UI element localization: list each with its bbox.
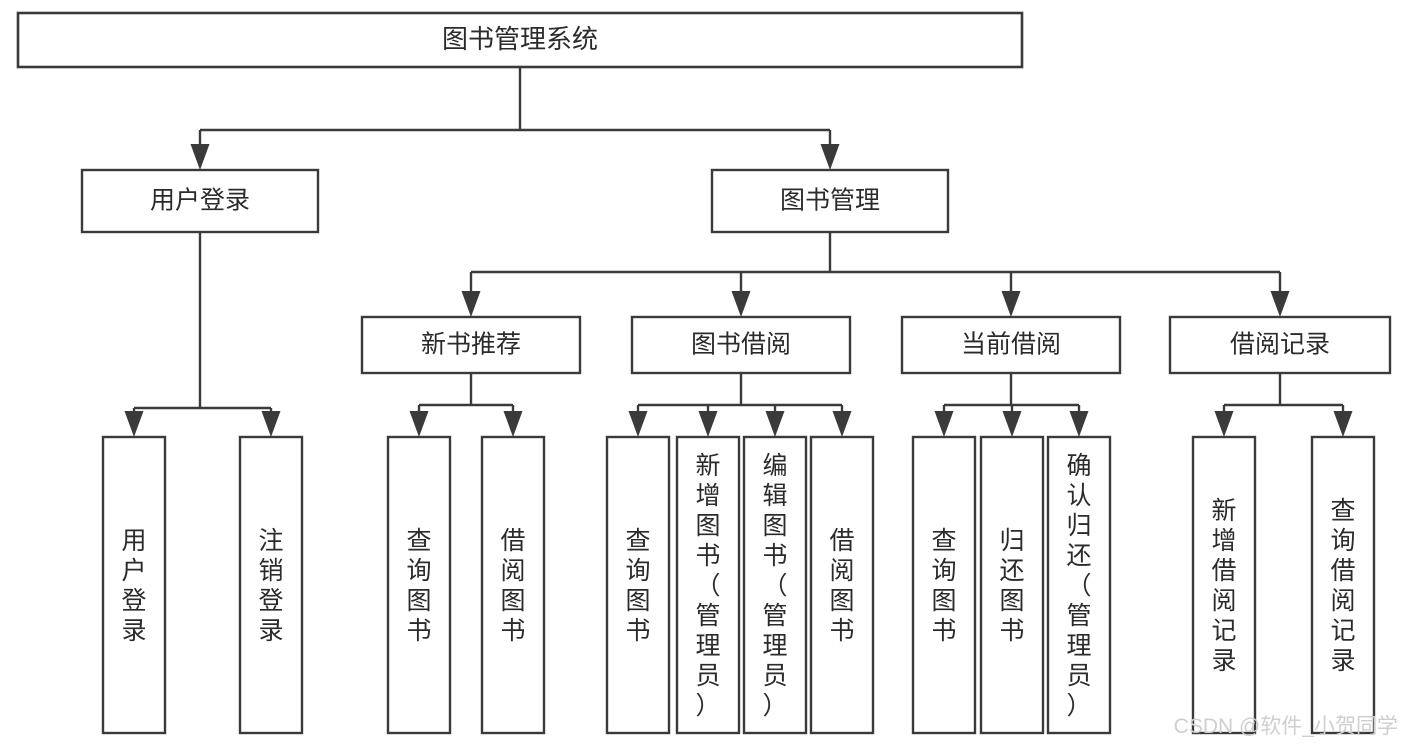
node-leaf-7[interactable]: 编辑图书（管理员） (742, 435, 808, 735)
node-leaf-2[interactable]: 注销登录 (238, 435, 304, 735)
node-box-bookmgmt[interactable] (710, 168, 950, 234)
node-label-leaf-13: 查询借阅记录 (1330, 497, 1355, 675)
node-label-leaf-6: 新增图书（管理员） (695, 452, 720, 720)
node-label-leaf-2: 注销登录 (258, 527, 283, 645)
node-box-leaf-6[interactable] (675, 435, 741, 735)
node-box-leaf-9[interactable] (911, 435, 977, 735)
node-box-borrow[interactable] (630, 315, 852, 375)
node-current[interactable]: 当前借阅 (900, 315, 1122, 375)
node-label-leaf-10: 归还图书 (999, 527, 1024, 645)
node-label-leaf-5: 查询图书 (625, 527, 650, 645)
node-box-leaf-12[interactable] (1191, 435, 1257, 735)
node-label-bookmgmt: 图书管理 (780, 187, 880, 215)
node-box-leaf-3[interactable] (386, 435, 452, 735)
node-record[interactable]: 借阅记录 (1168, 315, 1392, 375)
node-leaf-3[interactable]: 查询图书 (386, 435, 452, 735)
arrow-head-login (190, 144, 210, 170)
node-leaf-10[interactable]: 归还图书 (979, 435, 1045, 735)
arrow-head-leaf-12 (1214, 411, 1234, 437)
node-box-leaf-8[interactable] (809, 435, 875, 735)
node-leaf-5[interactable]: 查询图书 (605, 435, 671, 735)
node-leaf-6[interactable]: 新增图书（管理员） (675, 435, 741, 735)
node-leaf-13[interactable]: 查询借阅记录 (1310, 435, 1376, 735)
node-label-newbook: 新书推荐 (421, 331, 521, 359)
node-leaf-11[interactable]: 确认归还（管理员） (1046, 435, 1112, 735)
node-leaf-8[interactable]: 借阅图书 (809, 435, 875, 735)
node-box-login[interactable] (80, 168, 320, 234)
node-box-newbook[interactable] (360, 315, 582, 375)
node-box-root[interactable] (16, 11, 1024, 69)
node-box-leaf-10[interactable] (979, 435, 1045, 735)
arrow-head-leaf-10 (1002, 411, 1022, 437)
node-label-leaf-9: 查询图书 (931, 527, 956, 645)
node-label-leaf-8: 借阅图书 (829, 527, 854, 645)
node-box-leaf-5[interactable] (605, 435, 671, 735)
node-box-leaf-2[interactable] (238, 435, 304, 735)
node-box-leaf-4[interactable] (480, 435, 546, 735)
node-leaf-12[interactable]: 新增借阅记录 (1191, 435, 1257, 735)
arrow-head-leaf-8 (832, 411, 852, 437)
connector-layer (124, 67, 1353, 437)
node-label-leaf-11: 确认归还（管理员） (1066, 452, 1091, 720)
node-box-leaf-7[interactable] (742, 435, 808, 735)
arrow-head-leaf-9 (934, 411, 954, 437)
arrow-head-leaf-13 (1333, 411, 1353, 437)
node-box-current[interactable] (900, 315, 1122, 375)
arrow-head-bookmgmt (820, 144, 840, 170)
node-newbook[interactable]: 新书推荐 (360, 315, 582, 375)
arrow-head-leaf-11 (1069, 411, 1089, 437)
node-box-leaf-11[interactable] (1046, 435, 1112, 735)
node-label-leaf-1: 用户登录 (121, 527, 146, 645)
arrow-head-record (1270, 291, 1290, 317)
node-label-leaf-3: 查询图书 (406, 527, 431, 645)
node-leaf-1[interactable]: 用户登录 (101, 435, 167, 735)
arrow-head-leaf-4 (503, 411, 523, 437)
node-label-borrow: 图书借阅 (691, 331, 791, 359)
node-label-login: 用户登录 (150, 187, 250, 215)
node-label-record: 借阅记录 (1230, 331, 1330, 359)
node-label-leaf-7: 编辑图书（管理员） (762, 452, 787, 720)
node-login[interactable]: 用户登录 (80, 168, 320, 234)
arrow-head-leaf-1 (124, 411, 144, 437)
arrow-head-leaf-5 (628, 411, 648, 437)
arrow-head-newbook (461, 291, 481, 317)
node-box-record[interactable] (1168, 315, 1392, 375)
node-label-current: 当前借阅 (961, 331, 1061, 359)
node-bookmgmt[interactable]: 图书管理 (710, 168, 950, 234)
arrow-head-leaf-3 (409, 411, 429, 437)
node-leaf-4[interactable]: 借阅图书 (480, 435, 546, 735)
node-layer: 图书管理系统用户登录图书管理新书推荐图书借阅当前借阅借阅记录用户登录注销登录查询… (16, 11, 1392, 735)
node-label-root: 图书管理系统 (442, 24, 598, 54)
arrow-head-borrow (731, 291, 751, 317)
arrow-head-current (1001, 291, 1021, 317)
node-leaf-9[interactable]: 查询图书 (911, 435, 977, 735)
node-label-leaf-4: 借阅图书 (500, 527, 525, 645)
arrow-head-leaf-7 (765, 411, 785, 437)
node-box-leaf-1[interactable] (101, 435, 167, 735)
arrow-head-leaf-2 (261, 411, 281, 437)
csdn-watermark: CSDN @软件_小贺同学 (1174, 715, 1398, 738)
node-borrow[interactable]: 图书借阅 (630, 315, 852, 375)
arrow-head-leaf-6 (698, 411, 718, 437)
node-root[interactable]: 图书管理系统 (16, 11, 1024, 69)
node-label-leaf-12: 新增借阅记录 (1211, 497, 1236, 675)
node-box-leaf-13[interactable] (1310, 435, 1376, 735)
